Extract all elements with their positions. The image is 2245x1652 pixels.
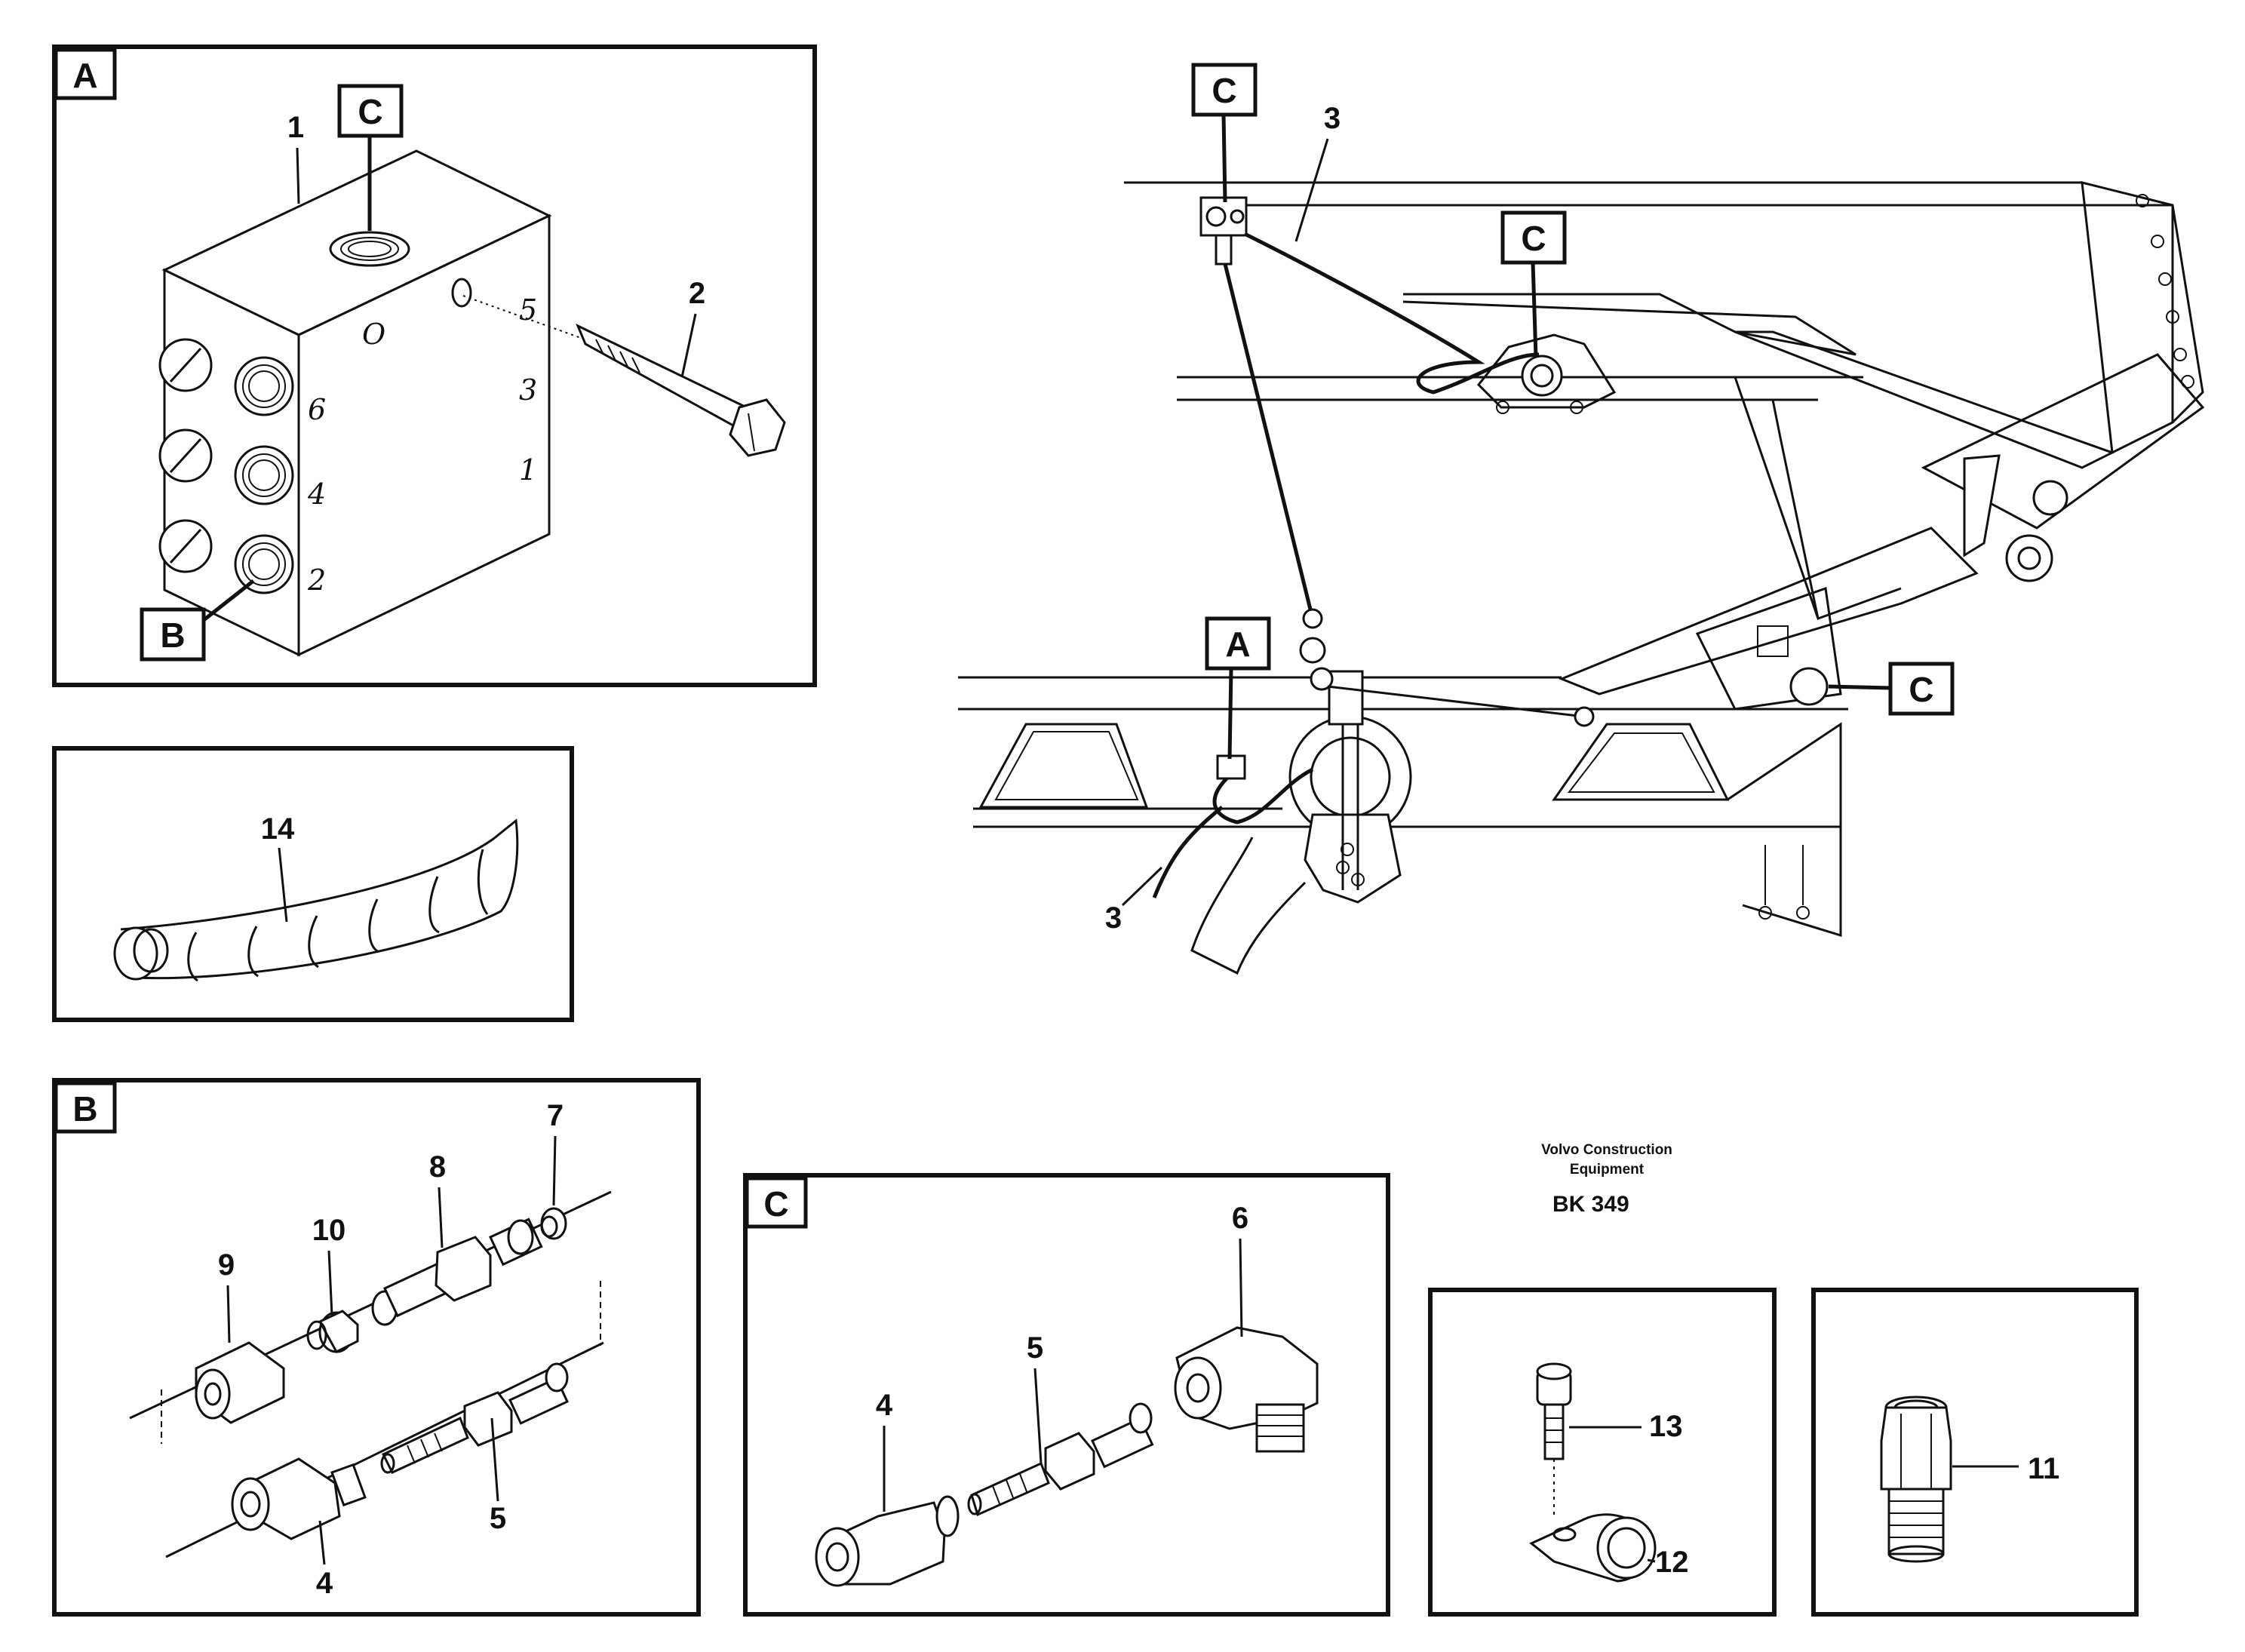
tag-c-upper-bracket: C xyxy=(1212,71,1236,110)
tag-b-port: B xyxy=(160,616,185,655)
adapter-11 xyxy=(1880,1396,1952,1563)
port-number-1: 1 xyxy=(519,453,537,487)
union-8 xyxy=(371,1218,543,1326)
bolt-2 xyxy=(462,295,786,457)
clamp-12 xyxy=(1529,1513,1657,1583)
sleeve-10 xyxy=(306,1310,359,1353)
callout-4-panel-c: 4 xyxy=(876,1389,893,1422)
distribution-block: 6 4 2 O 5 3 1 xyxy=(158,149,552,657)
drawing-code: BK 349 xyxy=(1552,1192,1629,1217)
callout-9: 9 xyxy=(218,1248,235,1282)
port-number-4: 4 xyxy=(307,477,326,511)
nut-4-panel-b xyxy=(231,1457,367,1540)
callout-12: 12 xyxy=(1655,1546,1689,1579)
nipple-5-panel-c xyxy=(967,1402,1154,1517)
callout-7: 7 xyxy=(547,1099,564,1132)
threaded-port xyxy=(234,534,294,594)
callout-11: 11 xyxy=(2028,1452,2059,1485)
port-number-6: 6 xyxy=(308,393,326,426)
detail-panel-c: C 4 5 6 xyxy=(743,1173,1390,1617)
callout-4-panel-b: 4 xyxy=(316,1567,333,1600)
detail-panel-clamp: 13 12 xyxy=(1428,1288,1777,1617)
port-plug xyxy=(158,519,213,573)
port-plug xyxy=(158,338,213,392)
port-number-2: 2 xyxy=(307,563,326,597)
publisher-subtitle: Equipment xyxy=(1570,1162,1645,1178)
callout-13: 13 xyxy=(1649,1410,1683,1443)
tag-a-valve-block: A xyxy=(1225,625,1250,664)
callout-6: 6 xyxy=(1232,1202,1248,1235)
elbow-6 xyxy=(1174,1326,1319,1453)
callout-8: 8 xyxy=(429,1150,446,1184)
tag-c-top-port: C xyxy=(358,92,382,131)
panel-b-label: B xyxy=(72,1089,97,1128)
callout-10: 10 xyxy=(312,1214,346,1247)
detail-panel-a: A xyxy=(52,45,817,687)
callout-2: 2 xyxy=(689,277,705,310)
callout-1: 1 xyxy=(287,111,304,144)
panel-a-label: A xyxy=(72,56,97,95)
detail-panel-adapter: 11 xyxy=(1811,1288,2139,1617)
nut-9 xyxy=(195,1341,285,1424)
nipple-5-panel-b xyxy=(380,1362,569,1474)
port-number-5: 5 xyxy=(519,293,537,327)
callout-5-panel-b: 5 xyxy=(490,1502,506,1535)
main-assembly-view: C 3 C A C 3 xyxy=(958,63,2205,975)
callout-14: 14 xyxy=(261,812,295,846)
port-mark-o: O xyxy=(362,318,385,351)
nut-4-panel-c xyxy=(815,1495,960,1587)
publisher-name: Volvo Construction xyxy=(1541,1142,1672,1158)
callout-5-panel-c: 5 xyxy=(1027,1331,1043,1365)
port-plug xyxy=(158,428,213,483)
publisher-block: Volvo Construction Equipment BK 349 xyxy=(1541,1142,1672,1217)
cone-7 xyxy=(540,1207,567,1240)
threaded-port xyxy=(234,445,294,505)
port-number-3: 3 xyxy=(519,373,537,407)
tag-c-arm-fitting: C xyxy=(1521,219,1546,258)
detail-panel-spiral-wrap: 14 xyxy=(52,746,574,1022)
tag-c-lower-fitting: C xyxy=(1909,670,1933,709)
callout-3-lower: 3 xyxy=(1105,901,1122,935)
detail-panel-b: B xyxy=(52,1078,701,1617)
callout-3-upper: 3 xyxy=(1324,102,1341,135)
screw-13 xyxy=(1536,1362,1572,1518)
threaded-port xyxy=(234,356,294,416)
panel-c-label: C xyxy=(763,1184,788,1224)
